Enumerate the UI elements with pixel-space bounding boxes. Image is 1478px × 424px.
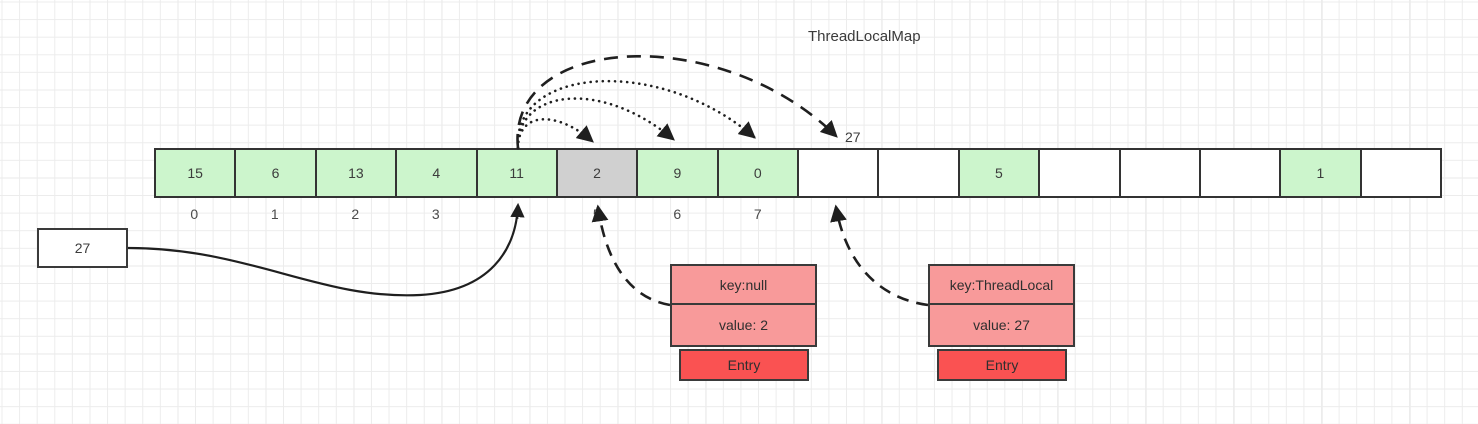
array-cell-15: [1361, 150, 1440, 196]
entry-value-text: value: 2: [718, 317, 769, 333]
array-index-9: [879, 206, 960, 228]
array-cell-14: 1: [1281, 150, 1362, 196]
array-cell-0: 15: [156, 150, 237, 196]
array-index-1: 1: [270, 206, 279, 222]
entry-key-text: key:null: [719, 276, 768, 293]
array-index-4: 4: [512, 206, 521, 222]
array-cell-value: 11: [509, 165, 524, 181]
probe-arc-slot4-to-slot6: [516, 97, 675, 150]
array-index-2: 2: [351, 206, 360, 222]
array-cell-2: 13: [316, 150, 398, 196]
array-cell-value: 9: [673, 165, 682, 181]
array-index-0: 0: [190, 206, 199, 222]
entry-type-tag: Entry: [937, 349, 1067, 381]
array-cell-1: 6: [236, 150, 317, 196]
array-cell-value: 1: [1316, 165, 1325, 181]
array-index-13: [1201, 206, 1282, 228]
array-cell-4: 11: [477, 150, 558, 196]
array-cell-value: 6: [271, 165, 280, 181]
array-cell-7: 0: [718, 150, 799, 196]
array-index-14: [1281, 206, 1362, 228]
threadlocalmap-array: 15 6 13 4 11 2 9 0 5 1: [154, 148, 1442, 198]
entry-value-row: value: 27: [928, 305, 1075, 347]
array-index-3: 3: [431, 206, 440, 222]
entry-type-tag: Entry: [679, 349, 809, 381]
array-cell-9: [879, 150, 960, 196]
array-cell-12: [1120, 150, 1201, 196]
probe-arc-slot4-to-slot7: [516, 79, 756, 150]
array-index-labels: 0 1 2 3 4 5 6 7: [154, 206, 1442, 228]
array-cell-6: 9: [638, 150, 719, 196]
insert-arc-slot4-to-slot8: [516, 54, 838, 149]
array-index-6: 6: [673, 206, 682, 222]
entry-key-row: key:null: [670, 264, 817, 305]
array-index-15: [1362, 206, 1443, 228]
array-cell-value: 15: [187, 165, 203, 181]
array-index-7: 7: [753, 206, 762, 222]
entry-value-text: value: 27: [973, 317, 1030, 333]
input-value-text: 27: [74, 240, 91, 256]
probe-result-label: 27: [845, 129, 861, 145]
array-index-11: [1040, 206, 1121, 228]
array-index-8: [798, 206, 879, 228]
array-index-10: [959, 206, 1040, 228]
entry-card-stale: key:null value: 2 Entry: [670, 264, 817, 381]
array-cell-5: 2: [557, 150, 639, 196]
probe-arc-slot4-to-slot5: [516, 118, 594, 150]
array-cell-11: [1040, 150, 1121, 196]
array-cell-value: 13: [348, 165, 364, 181]
entry-value-row: value: 2: [670, 305, 817, 347]
entry-key-text: key:ThreadLocal: [949, 276, 1054, 293]
array-index-12: [1120, 206, 1201, 228]
array-index-5: 5: [592, 206, 601, 222]
array-cell-13: [1200, 150, 1282, 196]
entry-card-new: key:ThreadLocal value: 27 Entry: [928, 264, 1075, 381]
entry-key-row: key:ThreadLocal: [928, 264, 1075, 305]
array-cell-10: 5: [959, 150, 1041, 196]
entry-type-text: Entry: [985, 357, 1019, 373]
array-cell-value: 4: [432, 165, 441, 181]
array-cell-value: 5: [995, 165, 1003, 181]
page-title: ThreadLocalMap: [808, 28, 921, 45]
array-cell-3: 4: [397, 150, 478, 196]
entry-type-text: Entry: [727, 357, 761, 373]
array-cell-value: 2: [593, 165, 601, 181]
array-cell-8: [799, 150, 880, 196]
input-value-box: 27: [37, 228, 128, 268]
array-cell-value: 0: [753, 165, 762, 181]
